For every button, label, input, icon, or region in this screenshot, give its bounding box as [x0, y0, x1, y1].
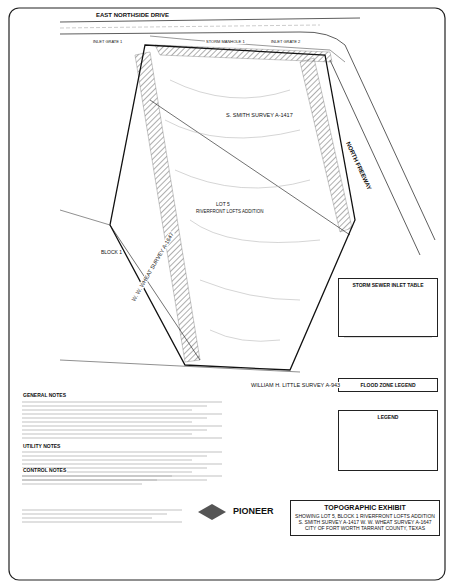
box-body: SHOWING LOT 5, BLOCK 1 RIVERFRONT LOFTS …	[294, 513, 436, 532]
street-name: EAST NORTHSIDE DRIVE	[95, 12, 170, 19]
box-heading: STORM SEWER INLET TABLE	[342, 282, 434, 288]
note-text-lines	[22, 402, 222, 522]
parcel-label: S. SMITH SURVEY A-1417	[225, 112, 294, 118]
box-heading: TOPOGRAPHIC EXHIBIT	[294, 504, 436, 513]
note-heading: GENERAL NOTES	[22, 393, 67, 399]
title-block: TOPOGRAPHIC EXHIBITSHOWING LOT 5, BLOCK …	[290, 500, 440, 536]
road-edge	[60, 18, 360, 45]
parcel-label: WILLIAM H. LITTLE SURVEY A-943	[250, 382, 341, 388]
inlet-table: STORM SEWER INLET TABLE	[338, 278, 438, 337]
parcel-label: RIVERFRONT LOFTS ADDITION	[195, 210, 264, 215]
contour-lines	[165, 80, 320, 341]
box-heading: LEGEND	[342, 414, 434, 420]
parcel-label: BLOCK 1	[100, 250, 123, 256]
hatched-strip	[135, 52, 200, 362]
note-heading: UTILITY NOTES	[22, 444, 61, 450]
curb-line	[150, 36, 345, 62]
sheet-border	[9, 8, 445, 580]
survey-line	[60, 210, 300, 372]
logo-mark	[198, 504, 226, 520]
parcel-label: LOT 5	[215, 202, 231, 208]
box-heading: FLOOD ZONE LEGEND	[342, 382, 434, 388]
note-heading: CONTROL NOTES	[22, 468, 67, 474]
survey-line	[110, 100, 350, 360]
utility-label: STORM MANHOLE 1	[205, 40, 246, 44]
firm-logo: PIONEER	[232, 507, 275, 517]
utility-label: INLET GRATE 2	[270, 40, 301, 44]
utility-label: INLET GRATE 1	[92, 40, 123, 44]
lot-boundary	[110, 45, 355, 370]
parcel-label: W. W. WHEAT SURVEY A-1647	[130, 231, 175, 303]
flood-legend: FLOOD ZONE LEGEND	[338, 378, 438, 392]
road-center	[60, 25, 320, 28]
legend-box: LEGEND	[338, 410, 438, 471]
